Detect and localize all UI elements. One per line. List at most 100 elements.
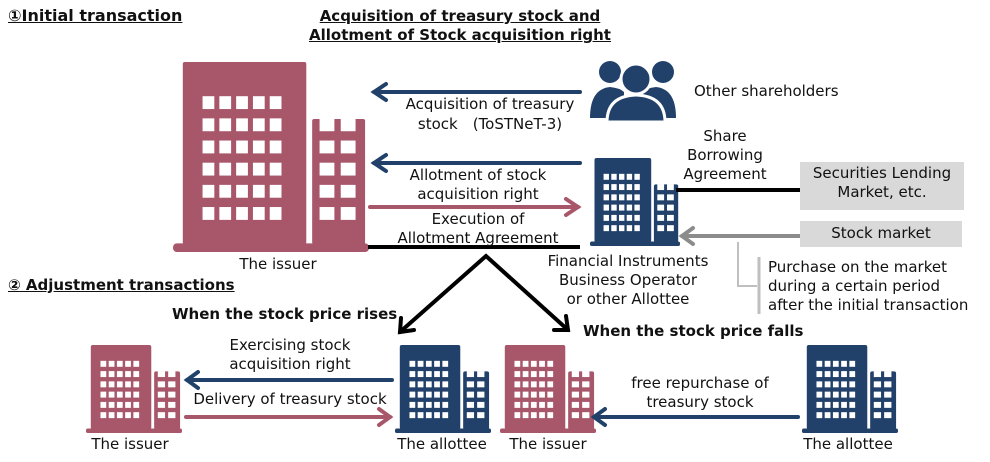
building-window <box>841 401 847 408</box>
initial-title-line2: Allotment of Stock acquisition right <box>309 26 611 44</box>
building-window <box>547 391 554 398</box>
building-window <box>571 401 580 408</box>
building-window <box>618 194 625 201</box>
arrow-repurchase <box>590 407 800 427</box>
building-window <box>100 412 107 419</box>
building-window <box>522 360 529 367</box>
building-window <box>417 401 424 408</box>
building-window <box>100 401 107 408</box>
building-window <box>873 371 882 378</box>
repurchase-label-line2: treasury stock <box>646 393 754 411</box>
building-window <box>824 401 831 408</box>
building-window <box>824 391 831 398</box>
building-window <box>514 412 521 419</box>
building-window <box>168 412 176 419</box>
building-window <box>425 381 432 388</box>
purchase-note-line2: during a certain period <box>768 277 941 295</box>
building-window <box>219 96 232 110</box>
building-window <box>252 118 265 132</box>
building-window <box>116 401 123 408</box>
building-window <box>157 412 166 419</box>
building-window <box>824 412 831 419</box>
purchase-note-line1: Purchase on the market <box>768 258 947 276</box>
falls-issuer-label: The issuer <box>509 435 587 453</box>
building-window <box>832 412 839 419</box>
building-window <box>522 401 529 408</box>
building-window <box>849 391 856 398</box>
building-window <box>125 412 131 419</box>
building-window <box>582 381 590 388</box>
building-window <box>634 194 640 201</box>
building-window <box>340 207 356 220</box>
allotment-label-line1: Allotment of stock <box>409 166 547 184</box>
building-window <box>417 381 424 388</box>
building-window <box>547 360 554 367</box>
building-window <box>252 140 265 154</box>
building-window <box>514 391 521 398</box>
building-window <box>571 391 580 398</box>
building-window <box>841 371 847 378</box>
building-window <box>571 412 580 419</box>
building-window <box>816 401 823 408</box>
building-window <box>667 173 674 180</box>
building-window <box>603 184 609 191</box>
building-window <box>157 391 166 398</box>
building-window <box>219 118 232 132</box>
building-window <box>816 360 823 367</box>
building-window <box>657 173 665 180</box>
building-window <box>522 381 529 388</box>
building-window <box>409 401 416 408</box>
building-window <box>832 391 839 398</box>
building-window <box>522 412 529 419</box>
building-window <box>434 401 440 408</box>
building-window <box>571 371 580 378</box>
share-borrowing-line1: Share <box>703 127 747 145</box>
exercising-label-line2: acquisition right <box>229 355 351 373</box>
building-window <box>434 381 440 388</box>
building-window <box>530 391 537 398</box>
building-window <box>108 412 115 419</box>
building-window <box>236 184 248 198</box>
building-window <box>618 225 625 232</box>
building-window <box>252 96 265 110</box>
building-window <box>539 381 545 388</box>
stock-market-box: Stock market <box>800 221 962 247</box>
building-window <box>133 371 140 378</box>
share-borrowing-line3: Agreement <box>683 165 767 183</box>
building-window <box>417 391 424 398</box>
building-window <box>634 225 640 232</box>
building-window <box>425 401 432 408</box>
building-window <box>841 412 847 419</box>
building-window <box>884 401 892 408</box>
stock-market-label: Stock market <box>831 224 931 242</box>
building-window <box>611 225 617 232</box>
building-window <box>626 225 633 232</box>
building-window <box>108 401 115 408</box>
building-window <box>168 381 176 388</box>
purchase-note-line3: after the initial transaction <box>768 296 969 314</box>
execution-label-line1: Execution of <box>431 210 525 228</box>
building-window <box>219 207 232 220</box>
building-window <box>884 412 892 419</box>
building-window <box>125 360 131 367</box>
building-window <box>530 401 537 408</box>
building-window <box>514 381 521 388</box>
building-window <box>252 207 265 220</box>
building-window <box>116 391 123 398</box>
building-window <box>611 194 617 201</box>
building-window <box>873 381 882 388</box>
building-window <box>125 401 131 408</box>
building-window <box>100 371 107 378</box>
building-window <box>657 184 665 191</box>
building-window <box>816 412 823 419</box>
building-window <box>434 360 440 367</box>
building-window <box>417 412 424 419</box>
building-window <box>547 371 554 378</box>
building-window <box>133 412 140 419</box>
building-window <box>514 401 521 408</box>
building-window <box>626 194 633 201</box>
building-window <box>108 371 115 378</box>
building-window <box>477 371 485 378</box>
building-window <box>603 173 609 180</box>
building-window <box>236 96 248 110</box>
